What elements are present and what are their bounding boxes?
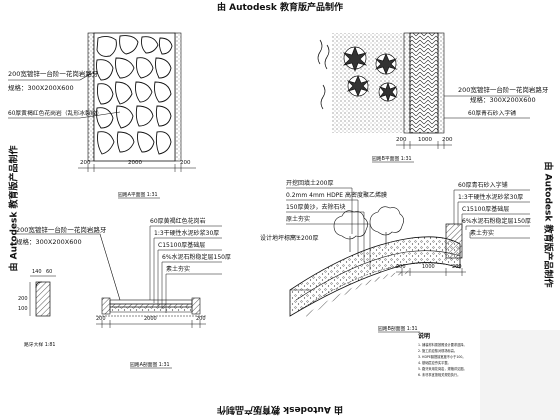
- detail-a-layer-label: 60厚黄褐红色花岗岩（乱形冰裂纹）: [8, 109, 102, 117]
- detail-d-caption: 路牙大样 1:81: [24, 341, 56, 348]
- detail-e-dim-right: 200: [452, 264, 462, 270]
- detail-a-dim-mid: 2000: [128, 160, 142, 166]
- detail-a-plan: 200宽镀锌一台阶一花岗岩路牙 规格：300X200X600 60厚黄褐红色花岗…: [8, 32, 196, 199]
- detail-d-dim-100: 100: [18, 306, 28, 312]
- watermark-left: 由 Autodesk 教育版产品制作: [9, 145, 20, 272]
- detail-e-layer-1: 60厚青石砂入字铺: [458, 181, 508, 189]
- shrub-symbols: [317, 39, 398, 110]
- detail-a-caption: 园路A平面图 1:31: [118, 191, 158, 198]
- detail-e-layer-4: 6%水泥石粉稳定层150厚: [462, 217, 531, 225]
- detail-e-dimension: [396, 268, 466, 276]
- detail-a-dim-left: 200: [80, 160, 91, 166]
- detail-d-dim-w: 140: [32, 269, 42, 275]
- detail-b-caption: 园路B平面图 1:31: [372, 155, 412, 162]
- detail-c-layer-4: 6%水泥石粉稳定层150厚: [162, 253, 231, 261]
- corner-shade: [480, 330, 560, 420]
- detail-e-dim-left: 200: [396, 264, 406, 270]
- detail-e-layer-2: 1:3干硬性水泥砂浆30厚: [458, 193, 523, 201]
- detail-c-dim-left: 200: [96, 316, 106, 322]
- detail-e-label-4: 原土夯实: [286, 215, 310, 223]
- detail-a-spec-1: 200宽镀锌一台阶一花岗岩路牙: [8, 69, 99, 78]
- detail-a-dim-right: 200: [180, 160, 191, 166]
- detail-c-layer-1: 60厚黄褐红色花岗岩: [150, 217, 206, 225]
- watermark-right: 由 Autodesk 教育版产品制作: [542, 161, 553, 288]
- detail-e-section: 开挖回填土200厚 0.2mm 4mm HDPE 高密度聚乙烯膜 150厚黄沙，…: [260, 179, 531, 333]
- detail-b-dim-right: 200: [442, 137, 453, 143]
- detail-b-plan: 200宽镀锌一台阶一花岗岩路牙 规格：300X200X600 60厚青石砂入字铺…: [317, 32, 549, 163]
- detail-e-ground-label: 设计地坪标高±200厚: [260, 234, 318, 242]
- detail-c-dimension: [96, 320, 206, 328]
- detail-a-spec-2: 规格：300X200X600: [8, 83, 74, 92]
- detail-d-dim-h: 200: [18, 296, 28, 302]
- detail-b-dimension: [396, 141, 452, 149]
- detail-c-spec-1: 200宽镀锌一台阶一花岗岩路牙: [16, 225, 107, 234]
- detail-e-dim-mid: 1000: [422, 264, 435, 270]
- detail-c-caption: 园路A剖面图 1:31: [130, 361, 170, 368]
- detail-b-layer-label: 60厚青石砂入字铺: [468, 109, 516, 117]
- detail-c-layer-5: 素土夯实: [166, 265, 190, 273]
- notes-line-1: 1. 铺装材料需按照设计要求选择。: [418, 342, 467, 347]
- detail-e-layer-5: 素土夯实: [470, 229, 494, 237]
- detail-d-dim-60: 60: [46, 269, 52, 275]
- detail-b-spec-1: 200宽镀锌一台阶一花岗岩路牙: [458, 85, 549, 94]
- watermark-bottom: 由 Autodesk 教育版产品制作: [217, 404, 344, 414]
- detail-e-label-3: 150厚黄沙，去除石块: [286, 203, 345, 211]
- detail-e-label-1: 开挖回填土200厚: [286, 179, 333, 187]
- detail-e-layer-3: C15100厚基础层: [462, 205, 509, 213]
- detail-b-dim-left: 200: [396, 137, 407, 143]
- notes-title: 说明: [418, 332, 430, 340]
- detail-d-curb: 140 60 200 100 路牙大样 1:81: [18, 269, 56, 348]
- notes-line-6: 6. 未尽事宜按相关规范执行。: [418, 372, 460, 377]
- detail-c-layer-2: 1:3干硬性水泥砂浆30厚: [154, 229, 219, 237]
- tree-symbols: [333, 206, 404, 252]
- notes-line-5: 5. 路牙采用花岗岩，规格详见图。: [418, 366, 467, 371]
- detail-e-caption: 园路B剖面图 1:31: [378, 325, 418, 332]
- detail-c-spec-2: 规格：300X200X600: [16, 237, 82, 246]
- notes-block: 说明 1. 铺装材料需按照设计要求选择。 2. 施工前应核对现场标高。 3. H…: [418, 332, 467, 377]
- detail-c-layer-3: C15100厚基础层: [158, 241, 205, 249]
- watermark-top: 由 Autodesk 教育版产品制作: [216, 3, 343, 13]
- flagstone-pattern: [96, 35, 173, 155]
- detail-b-spec-2: 规格：300X200X600: [470, 95, 536, 104]
- notes-line-2: 2. 施工前应核对现场标高。: [418, 348, 457, 353]
- detail-c-dim-mid: 2000: [144, 316, 157, 322]
- notes-line-4: 4. 基础层应夯实平整。: [418, 360, 451, 365]
- detail-b-dim-mid: 1000: [418, 137, 432, 143]
- detail-c-section: 200宽镀锌一台阶一花岗岩路牙 规格：300X200X600 60厚黄褐红色花岗…: [16, 217, 231, 369]
- notes-line-3: 3. HDPE膜搭接宽度不小于100。: [418, 354, 466, 359]
- detail-c-dim-right: 200: [196, 316, 206, 322]
- detail-a-dimension: [78, 164, 196, 172]
- detail-e-label-2: 0.2mm 4mm HDPE 高密度聚乙烯膜: [286, 191, 387, 199]
